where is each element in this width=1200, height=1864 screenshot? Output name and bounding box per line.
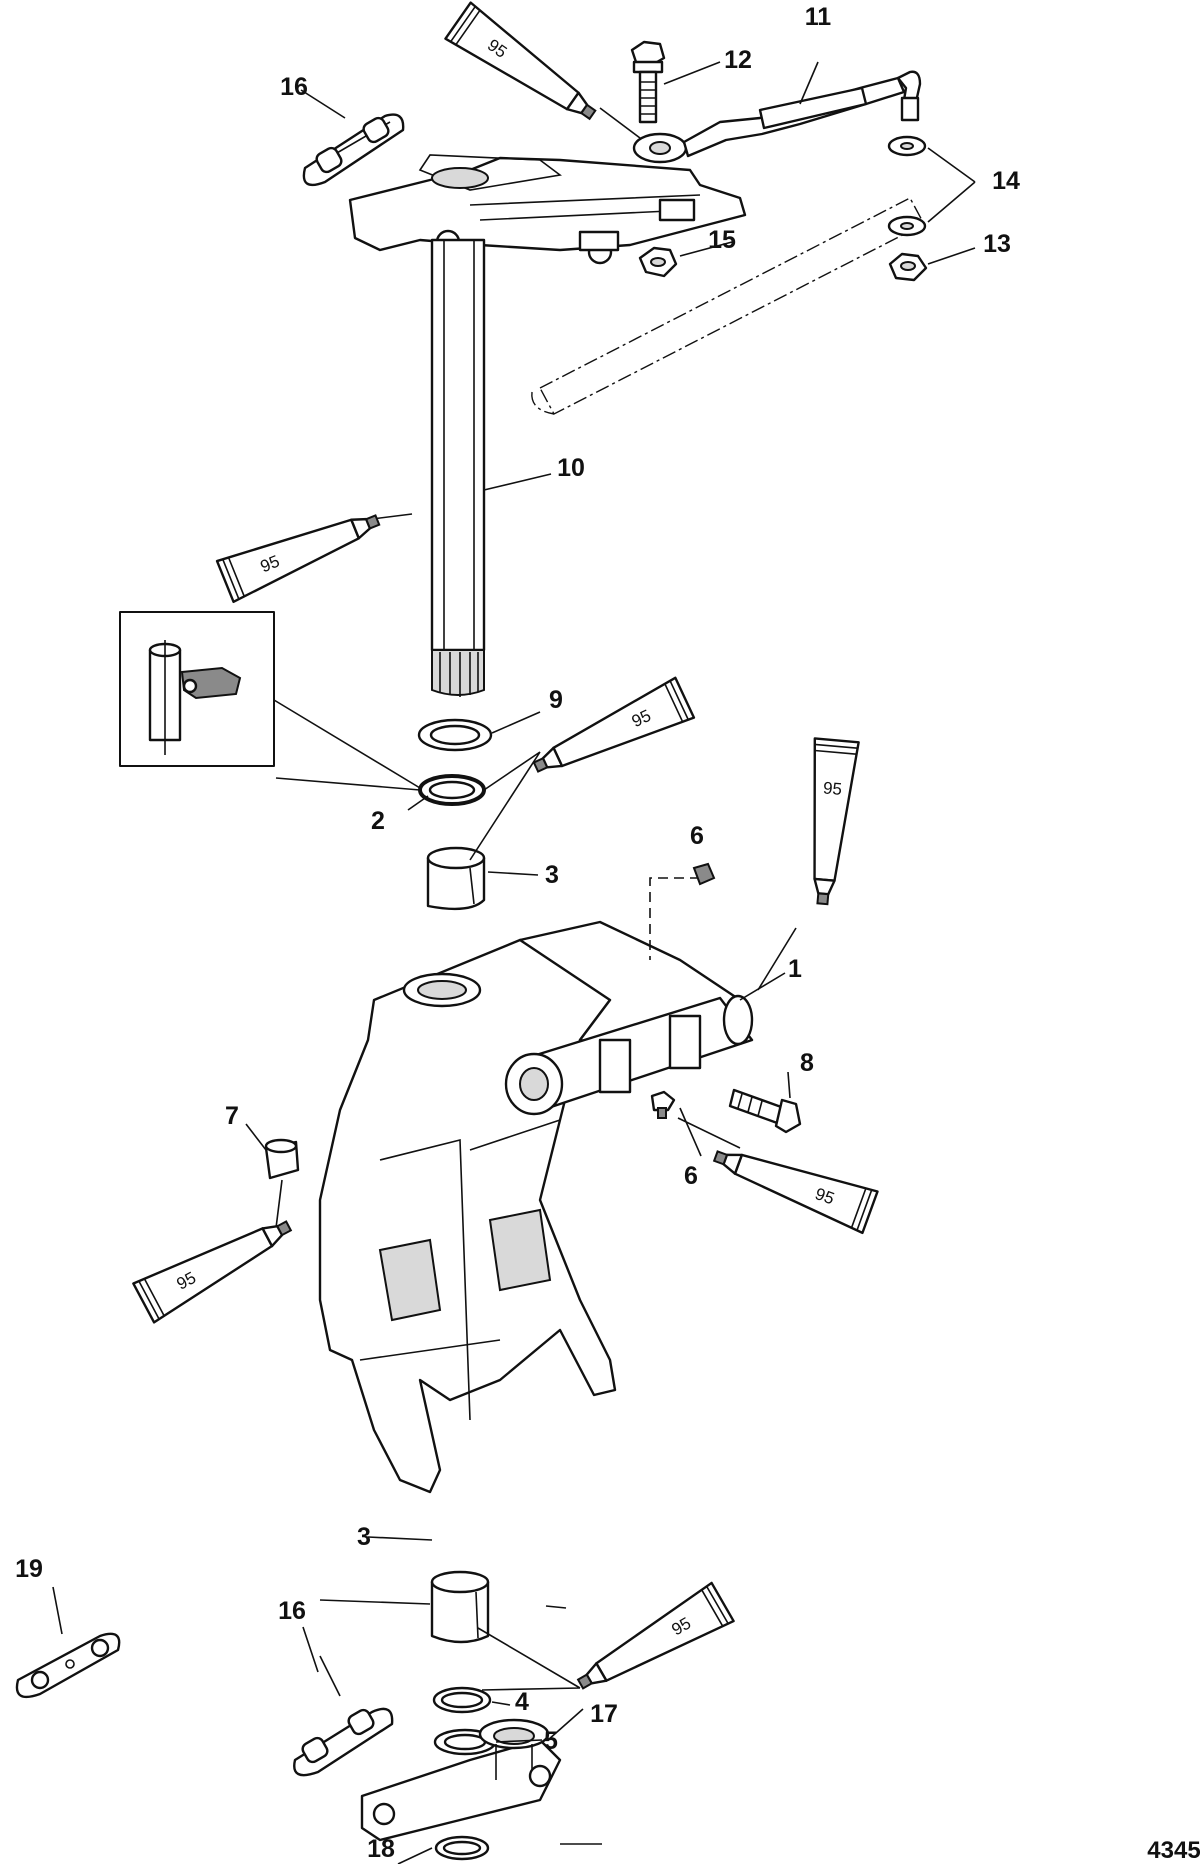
screw-6-lower — [650, 1090, 676, 1119]
callout-5: 5 — [544, 1727, 558, 1755]
callout-17: 17 — [590, 1700, 618, 1728]
callout-16-upper: 16 — [280, 73, 308, 101]
lubricant-tube-5: 95 — [707, 1134, 879, 1235]
callout-4: 4 — [515, 1688, 529, 1716]
steering-link-rod — [632, 70, 922, 164]
callout-1: 1 — [788, 955, 802, 983]
callout-3-lower: 3 — [357, 1523, 371, 1551]
bushing-3-lower — [430, 1570, 490, 1644]
nut-13 — [888, 252, 928, 282]
ring-18 — [434, 1835, 490, 1861]
callout-6-lower: 6 — [684, 1162, 698, 1190]
callout-14: 14 — [992, 167, 1020, 195]
spacer-plate-19 — [15, 1632, 121, 1699]
bushing-7 — [264, 1138, 300, 1180]
callout-3-upper: 3 — [545, 861, 559, 889]
callout-15: 15 — [708, 226, 736, 254]
lubricant-tube-7: 95 — [568, 1581, 735, 1705]
steering-yoke-17 — [360, 1718, 562, 1842]
lubricant-tube-4: 95 — [799, 737, 860, 907]
seal-4 — [432, 1686, 492, 1714]
dashed-leader-6 — [649, 877, 700, 960]
swivel-bracket — [318, 920, 754, 1494]
callout-labels: 1 2 3 3 4 5 6 6 7 8 9 10 11 12 13 14 15 … — [15, 3, 1020, 1863]
callout-11: 11 — [805, 3, 832, 31]
callout-9: 9 — [549, 686, 563, 714]
callout-13: 13 — [983, 230, 1011, 258]
callout-12: 12 — [724, 46, 752, 74]
seal-2 — [418, 774, 486, 806]
tube-label: 95 — [822, 778, 843, 799]
bushing-3-upper — [426, 846, 486, 911]
callout-10: 10 — [557, 454, 585, 482]
callout-6-upper: 6 — [690, 822, 704, 850]
swivel-bracket-yoke-arm — [348, 154, 747, 265]
screw-6-upper — [692, 862, 716, 886]
steering-shaft — [430, 238, 486, 697]
leader-lines — [52, 61, 976, 1864]
detail-inset — [119, 611, 275, 767]
washer-9 — [417, 718, 493, 752]
bolt-8 — [728, 1088, 802, 1134]
callout-2: 2 — [371, 807, 385, 835]
nut-15 — [638, 246, 678, 278]
lubricant-tube-1: 95 — [444, 1, 607, 134]
callout-19: 19 — [15, 1555, 43, 1583]
lubricant-tube-3: 95 — [525, 676, 696, 789]
lubricant-tube-2: 95 — [215, 498, 387, 604]
callout-16-lower: 16 — [278, 1597, 306, 1625]
callout-8: 8 — [800, 1049, 814, 1077]
callout-18: 18 — [367, 1835, 395, 1863]
figure-number: 4345 — [1147, 1837, 1200, 1864]
lubricant-tube-6: 95 — [132, 1205, 301, 1324]
washers-14 — [887, 135, 927, 237]
bolt-12 — [630, 40, 666, 124]
spacer-plate-lower — [293, 1707, 394, 1777]
spacer-plate-upper — [302, 113, 405, 187]
callout-7: 7 — [225, 1102, 239, 1130]
